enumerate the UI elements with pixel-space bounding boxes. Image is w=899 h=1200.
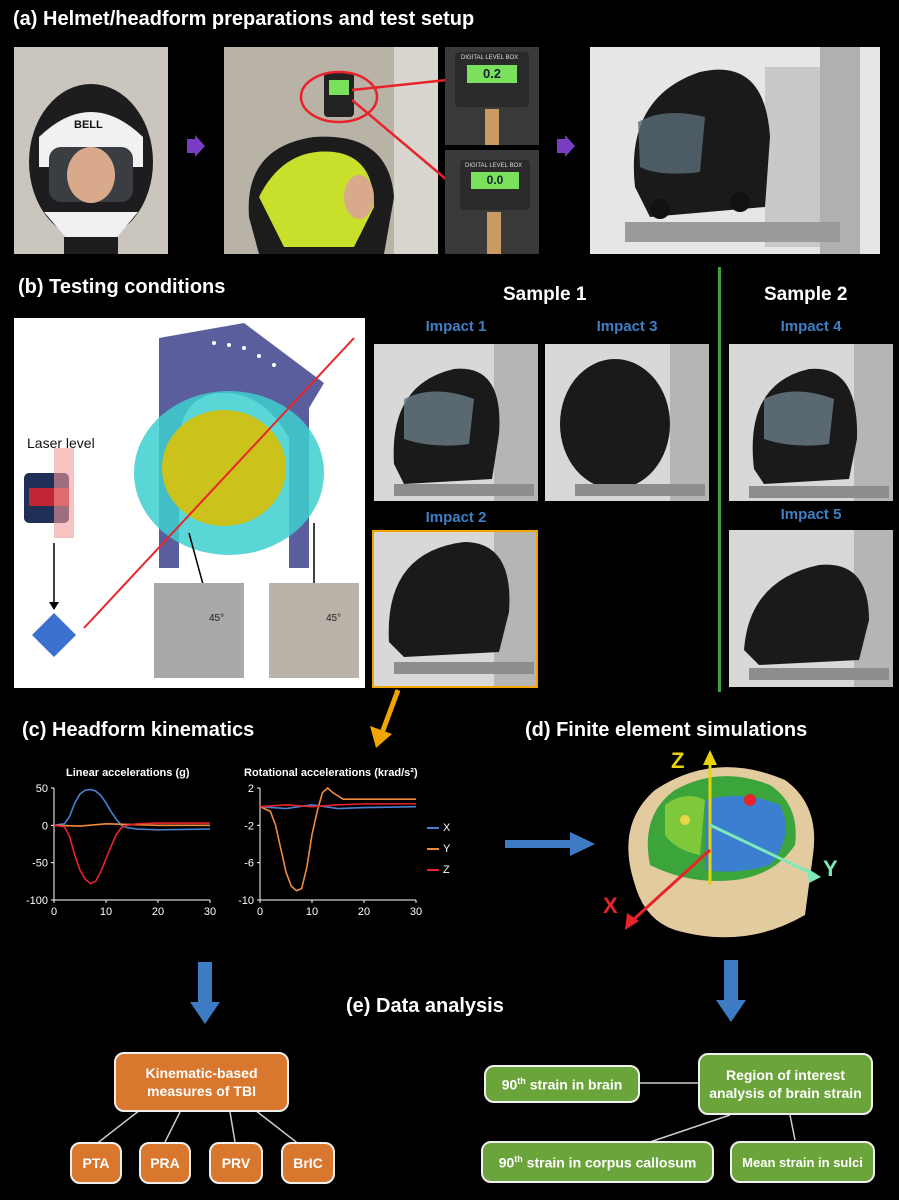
photo-impact-3 — [545, 344, 709, 501]
strain-corpus-callosum-box: 90th strain in corpus callosum — [481, 1141, 714, 1183]
axis-z-label: Z — [671, 748, 685, 773]
rotational-ytick-label-1: -2 — [244, 820, 254, 832]
blue-arrow-down-right — [716, 960, 746, 1022]
linear-ytick-label-1: 0 — [42, 820, 48, 832]
impact4-label: Impact 4 — [780, 318, 842, 335]
level-box-label-2: DIGITAL LEVEL BOX — [465, 163, 523, 169]
photo-impact-1 — [374, 344, 538, 501]
photo-helmet-front: BELL — [14, 47, 168, 254]
laser-setup-diagram: Laser level 45° 45° — [14, 318, 365, 688]
angle-label-1: 45° — [209, 613, 225, 624]
linear-xtick-label-3: 30 — [204, 906, 216, 918]
helmet-brand-text: BELL — [74, 119, 103, 131]
roi-analysis-box: Region of interest analysis of brain str… — [698, 1053, 873, 1115]
sample-divider — [718, 267, 721, 692]
strain-brain-box: 90th strain in brain — [484, 1065, 640, 1103]
legend-y: Y — [427, 838, 450, 860]
linear-series-y — [53, 823, 210, 827]
purple-arrow-2 — [557, 135, 575, 157]
level-display-1: 0.2 — [467, 65, 517, 83]
rotational-ytick-label-3: -10 — [238, 895, 254, 907]
rotational-xtick-label-0: 0 — [257, 906, 263, 918]
rotational-series-x — [259, 803, 417, 810]
linear-ytick-label-2: -50 — [32, 858, 48, 870]
measure-bric-box: BrIC — [281, 1142, 335, 1184]
purple-arrow-1 — [187, 135, 205, 157]
helmet-front-illustration — [14, 47, 168, 254]
impact1-label: Impact 1 — [425, 318, 487, 335]
rotational-ytick-label-2: -6 — [244, 858, 254, 870]
photo-impact-4 — [729, 344, 893, 501]
rotational-xtick-label-1: 10 — [306, 906, 318, 918]
laser-level-label: Laser level — [27, 435, 95, 451]
photo-impact-5 — [729, 530, 893, 687]
linear-ytick-label-3: -100 — [26, 895, 48, 907]
sample1-title: Sample 1 — [503, 284, 587, 305]
rotational-chart-title: Rotational accelerations (krad/s²) — [244, 767, 418, 779]
section-c-title: (c) Headform kinematics — [22, 719, 255, 741]
legend-x: X — [427, 818, 450, 838]
linear-chart-title: Linear accelerations (g) — [66, 767, 190, 779]
linear-xtick-label-2: 20 — [152, 906, 164, 918]
linear-ytick-label-0: 50 — [36, 783, 48, 795]
photo-impact-2 — [372, 530, 538, 688]
axis-y-label: Y — [823, 856, 838, 881]
kinematic-measures-box: Kinematic-based measures of TBI — [114, 1052, 289, 1112]
photo-helmet-level — [224, 47, 438, 254]
rotational-xtick-label-2: 20 — [358, 906, 370, 918]
analysis-connectors — [94, 1082, 796, 1146]
rotational-series-y — [259, 786, 416, 892]
section-a-title: (a) Helmet/headform preparations and tes… — [13, 8, 475, 30]
chart-legend: X Y Z — [427, 818, 450, 880]
impact2-label: Impact 2 — [425, 509, 487, 526]
helmet-rig-illustration — [590, 47, 880, 254]
sample2-title: Sample 2 — [764, 284, 848, 305]
mean-strain-sulci-box: Mean strain in sulci — [730, 1141, 875, 1183]
measure-prv-box: PRV — [209, 1142, 263, 1184]
photo-level-box-2: DIGITAL LEVEL BOX 0.0 — [445, 150, 539, 254]
laser-setup-illustration — [24, 323, 359, 678]
level-display-2: 0.0 — [471, 172, 519, 189]
impact5-label: Impact 5 — [780, 506, 842, 523]
rotational-xtick-label-3: 30 — [410, 906, 422, 918]
axis-x-label: X — [603, 893, 618, 918]
linear-series-x — [53, 788, 211, 831]
measure-pra-box: PRA — [139, 1142, 191, 1184]
section-d-title: (d) Finite element simulations — [525, 719, 808, 741]
angle-label-2: 45° — [326, 613, 342, 624]
callout-lines — [352, 78, 448, 181]
blue-arrow-right — [505, 832, 595, 856]
rotational-acceleration-chart: 2 -2 -6 -100 10 20 30 — [238, 783, 422, 918]
photo-level-box-1: DIGITAL LEVEL BOX 0.2 — [445, 47, 539, 145]
linear-xtick-label-1: 10 — [100, 906, 112, 918]
legend-z: Z — [427, 860, 450, 880]
blue-arrow-down-left — [190, 962, 220, 1024]
section-e-title: (e) Data analysis — [346, 995, 504, 1017]
impact3-label: Impact 3 — [596, 318, 658, 335]
fe-brain-model — [625, 750, 821, 938]
linear-xtick-label-0: 0 — [51, 906, 57, 918]
measure-pta-box: PTA — [70, 1142, 122, 1184]
level-box-label-1: DIGITAL LEVEL BOX — [461, 55, 519, 61]
photo-helmet-rig — [590, 47, 880, 254]
rotational-ytick-label-0: 2 — [248, 783, 254, 795]
rotational-series-z — [259, 803, 416, 808]
linear-series-z — [53, 822, 210, 885]
yellow-arrow — [370, 689, 401, 748]
yellow-helmet-illustration — [224, 47, 438, 254]
section-b-title: (b) Testing conditions — [18, 276, 226, 298]
